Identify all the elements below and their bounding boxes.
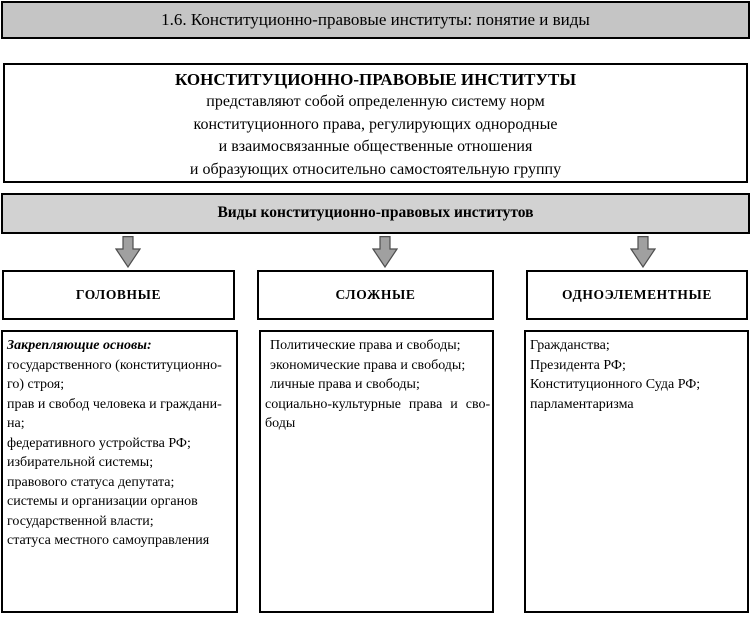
content-box-slozhnye: Политические права и свободы; экономическ… — [259, 330, 494, 613]
text-line: Президента РФ; — [530, 357, 626, 373]
down-arrow-icon — [372, 236, 398, 268]
text-line: личные права и свободы; — [270, 377, 420, 392]
content-box-odnoelementnye: Гражданства; Президента РФ; Конституционно… — [524, 330, 749, 613]
category-header-label: СЛОЖНЫЕ — [335, 287, 416, 302]
text-line: го) строя; — [7, 377, 65, 392]
category-header-odnoelementnye: ОДНОЭЛЕМЕНТНЫЕ — [526, 270, 748, 320]
content-box-golovnye: Закрепляющие основы: государственного (к… — [1, 330, 238, 613]
category-header-golovnye: ГОЛОВНЫЕ — [2, 270, 235, 320]
definition-line: конституционного права, регулирующих одн… — [193, 115, 558, 133]
category-header-label: ОДНОЭЛЕМЕНТНЫЕ — [562, 287, 712, 302]
text-line: государственного (конституционно- — [7, 357, 222, 373]
definition-line: представляют собой определенную систему … — [206, 93, 545, 110]
text-line: Конституционного Суда РФ; — [530, 377, 701, 392]
text-line: статуса местного самоуправления — [7, 533, 210, 548]
definition-title: КОНСТИТУЦИОННО-ПРАВОВЫЕ ИНСТИТУТЫ — [174, 70, 577, 89]
types-bar: Виды конституционно-правовых институтов — [1, 193, 750, 234]
text-line: на; — [7, 416, 25, 431]
text-line: боды — [265, 416, 296, 431]
text-line: социально-культурные права и сво- — [265, 396, 491, 412]
slozhnye-lines: Политические права и свободы; экономическ… — [265, 336, 491, 434]
category-header-label: ГОЛОВНЫЕ — [75, 287, 162, 302]
odnoelementnye-lines: Гражданства; Президента РФ; Конституционно… — [530, 336, 744, 414]
text-line: правового статуса депутата; — [7, 474, 175, 490]
golovnye-lines: государственного (конституционно-го) стр… — [7, 356, 233, 551]
text-line: Политические права и свободы; — [270, 338, 461, 353]
down-arrow-icon — [630, 236, 656, 268]
text-line: прав и свобод человека и граждани- — [7, 396, 222, 412]
definition-line: и взаимосвязанные общественные отношения — [218, 138, 533, 155]
text-line: системы и организации органов — [7, 494, 198, 509]
category-header-slozhnye: СЛОЖНЫЕ — [257, 270, 494, 320]
text-line: федеративного устройства РФ; — [7, 435, 191, 451]
text-line: парламентаризма — [530, 396, 634, 412]
page-title: 1.6. Конституционно-правовые институты: … — [161, 10, 590, 29]
down-arrow-icon — [115, 236, 141, 268]
definition-line: и образующих относительно самостоятельну… — [189, 160, 562, 178]
text-line: Гражданства; — [530, 338, 610, 353]
types-bar-title: Виды конституционно-правовых институтов — [217, 204, 534, 221]
text-line: экономические права и свободы; — [270, 357, 466, 373]
page-title-bar: 1.6. Конституционно-правовые институты: … — [1, 1, 750, 39]
golovnye-heading: Закрепляющие основы: — [7, 338, 152, 353]
definition-box: КОНСТИТУЦИОННО-ПРАВОВЫЕ ИНСТИТУТЫ предст… — [3, 63, 748, 183]
text-line: избирательной системы; — [7, 455, 154, 470]
text-line: государственной власти; — [7, 513, 154, 529]
